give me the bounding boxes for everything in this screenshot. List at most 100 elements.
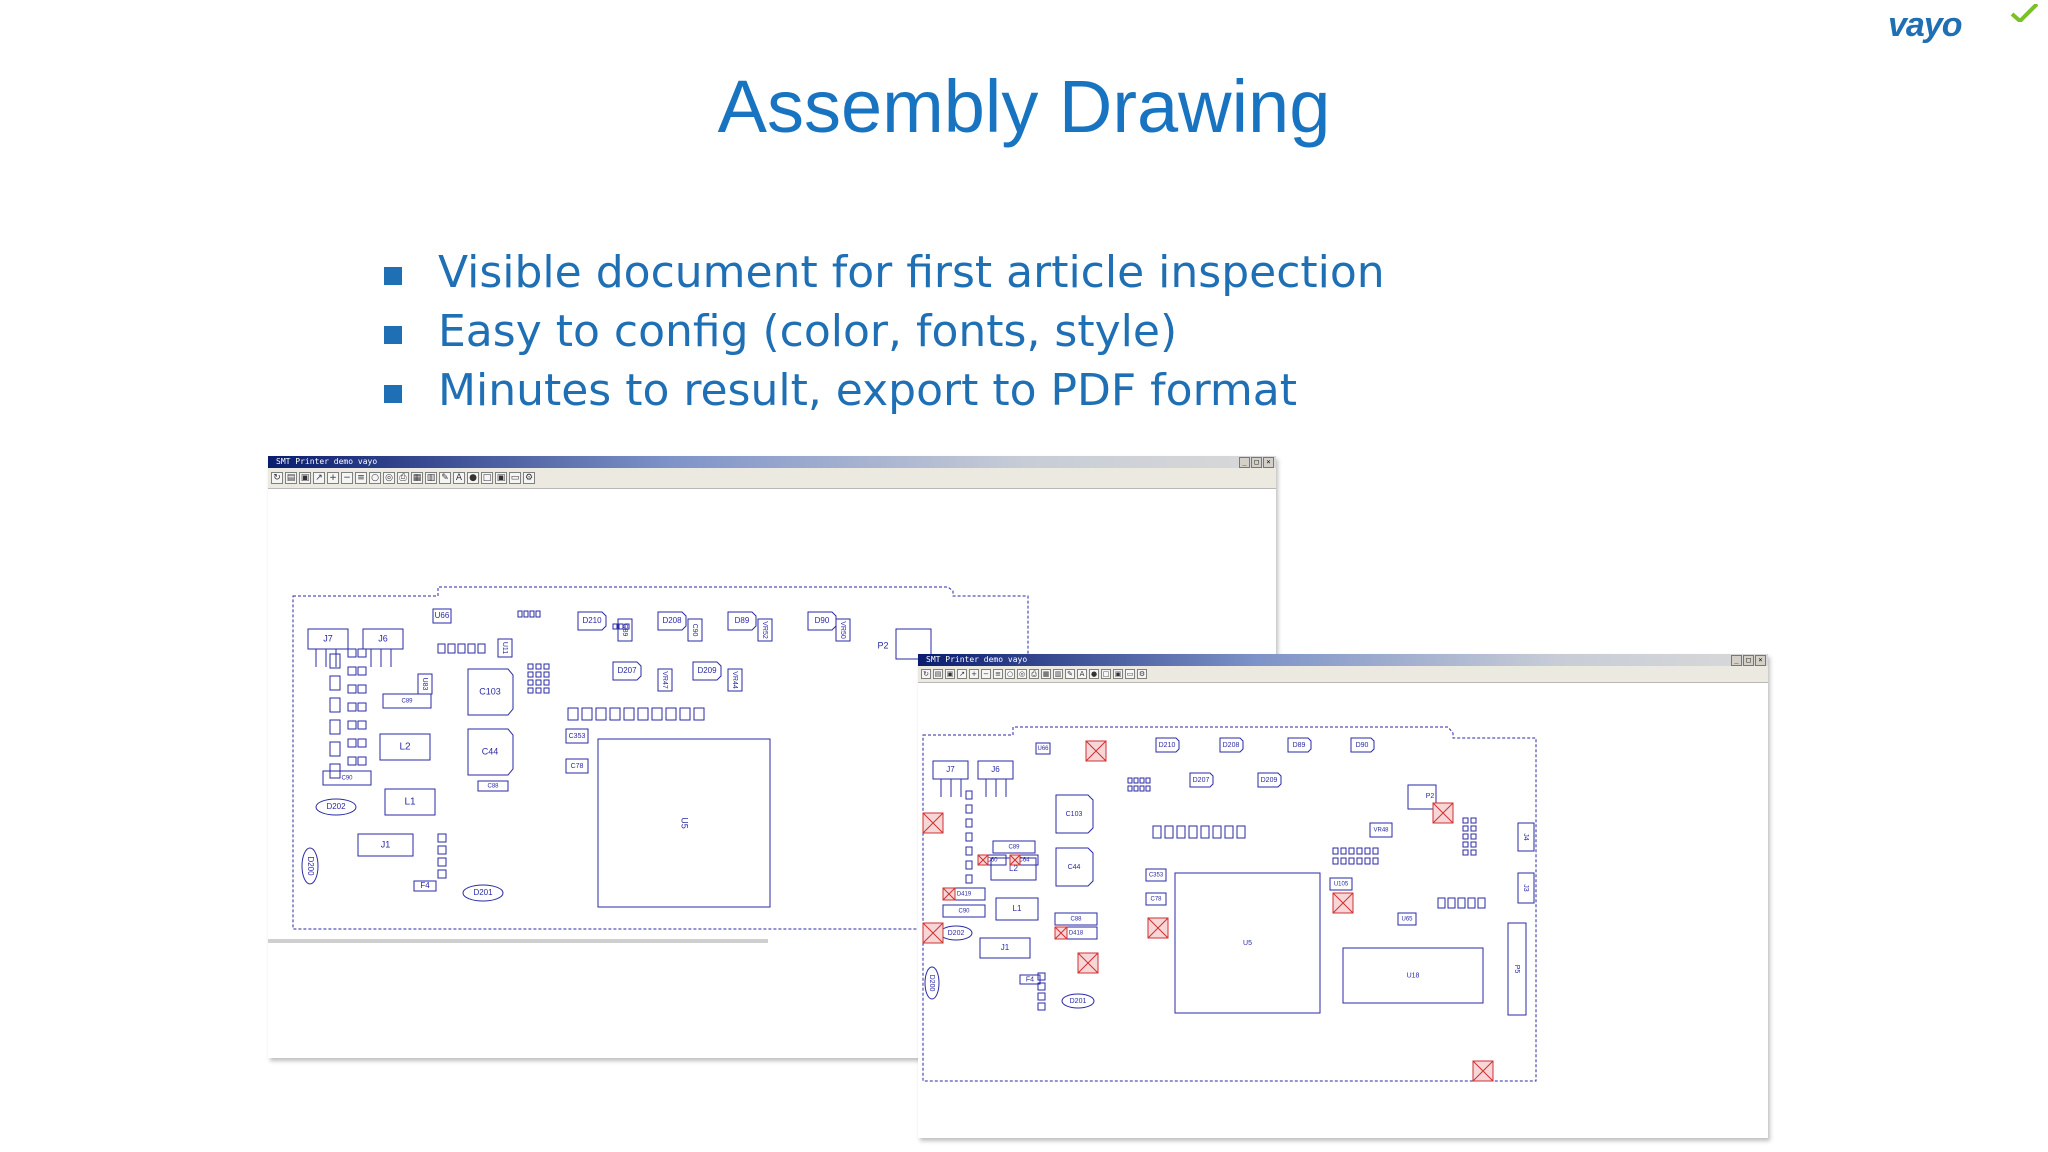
open-icon[interactable]: ▤: [285, 472, 297, 484]
zoom-in-icon[interactable]: +: [969, 669, 979, 679]
layer-icon[interactable]: ▥: [1053, 669, 1063, 679]
zoom-out-icon[interactable]: −: [341, 472, 353, 484]
component-outline: [1189, 772, 1214, 788]
smd-pad: [1470, 825, 1477, 832]
dot-icon[interactable]: ●: [1089, 669, 1099, 679]
open-icon[interactable]: ▤: [933, 669, 943, 679]
component-label: D419: [957, 892, 972, 898]
smd-pad: [1348, 847, 1355, 855]
export-icon[interactable]: ↗: [313, 472, 325, 484]
smd-pad: [1470, 833, 1477, 840]
refresh-icon[interactable]: ↻: [921, 669, 931, 679]
list-icon[interactable]: ≡: [355, 472, 367, 484]
bullet-text: Visible document for first article inspe…: [438, 247, 1385, 298]
pen-icon[interactable]: ✎: [439, 472, 451, 484]
component-label: C64: [1018, 858, 1030, 864]
print-icon[interactable]: ⎙: [397, 472, 409, 484]
close-button[interactable]: ×: [1755, 655, 1766, 666]
print-icon[interactable]: ⎙: [1029, 669, 1039, 679]
component-label: U65: [1401, 917, 1413, 923]
component-label: C103: [479, 686, 501, 696]
component-label: U5: [1243, 940, 1252, 947]
minimize-button[interactable]: _: [1239, 457, 1250, 468]
smd-pad: [347, 720, 357, 730]
component-label: D207: [1193, 777, 1210, 784]
component-label: U11: [501, 642, 508, 654]
smd-pad: [1348, 857, 1355, 865]
list-icon[interactable]: ≡: [993, 669, 1003, 679]
export-icon[interactable]: ↗: [957, 669, 967, 679]
smd-pad: [535, 687, 542, 694]
layer-icon[interactable]: ▥: [425, 472, 437, 484]
component-outline: [301, 847, 319, 885]
component-label: D210: [1159, 742, 1176, 749]
smd-pad: [329, 675, 341, 691]
target-icon[interactable]: ◎: [1017, 669, 1027, 679]
component-label: C88: [1070, 917, 1082, 923]
pen-icon[interactable]: ✎: [1065, 669, 1075, 679]
component-outline: [1517, 872, 1535, 904]
smd-pad: [535, 679, 542, 686]
window-toolbar: ↻▤▣↗+−≡○◎⎙▦▥✎A●□▣▭⚙: [918, 666, 1768, 683]
smd-pad: [1236, 825, 1246, 839]
frame-icon[interactable]: ▣: [1113, 669, 1123, 679]
zoom-in-icon[interactable]: +: [327, 472, 339, 484]
square-icon[interactable]: □: [1101, 669, 1111, 679]
refresh-icon[interactable]: ↻: [271, 472, 283, 484]
smd-pad: [535, 663, 542, 670]
smd-pad: [1462, 849, 1469, 856]
close-button[interactable]: ×: [1263, 457, 1274, 468]
window-title: SMT Printer demo vayo: [276, 457, 378, 466]
save-icon[interactable]: ▣: [945, 669, 955, 679]
smd-pad: [1470, 849, 1477, 856]
grid-icon[interactable]: ▦: [411, 472, 423, 484]
target-icon[interactable]: ◎: [383, 472, 395, 484]
square-icon[interactable]: □: [481, 472, 493, 484]
minimize-button[interactable]: _: [1731, 655, 1742, 666]
component-outline: [1055, 847, 1094, 887]
smd-pad: [535, 671, 542, 678]
smd-pad: [347, 684, 357, 694]
text-icon[interactable]: A: [1077, 669, 1087, 679]
component-label: D202: [326, 802, 346, 811]
circle-icon[interactable]: ○: [1005, 669, 1015, 679]
smd-pad: [1188, 825, 1198, 839]
smd-pad: [965, 804, 973, 814]
smd-pad: [679, 707, 691, 721]
smd-pad: [612, 623, 618, 630]
component-outline: [382, 693, 432, 709]
smd-pad: [457, 643, 466, 654]
folder-icon[interactable]: ▭: [509, 472, 521, 484]
frame-icon[interactable]: ▣: [495, 472, 507, 484]
component-outline: [657, 668, 673, 692]
bullet-square-icon: [384, 385, 402, 403]
maximize-button[interactable]: □: [1743, 655, 1754, 666]
maximize-button[interactable]: □: [1251, 457, 1262, 468]
dot-icon[interactable]: ●: [467, 472, 479, 484]
component-outline: [384, 788, 436, 816]
component-outline: [1287, 737, 1312, 753]
window-titlebar[interactable]: SMT Printer demo vayo _ □ ×: [268, 456, 1276, 468]
inspection-marker-cross: [977, 854, 989, 866]
component-label: VR44: [731, 671, 738, 689]
circle-icon[interactable]: ○: [369, 472, 381, 484]
grid-icon[interactable]: ▦: [1041, 669, 1051, 679]
component-label: D90: [815, 616, 830, 625]
component-outline: [1257, 772, 1282, 788]
component-label: VR50: [839, 621, 846, 639]
inspection-marker-cross: [1009, 854, 1021, 866]
settings-icon[interactable]: ⚙: [1137, 669, 1147, 679]
smd-pad: [523, 610, 529, 618]
component-label: D207: [617, 666, 637, 675]
component-outline: [467, 728, 514, 776]
inspection-marker-cross: [1077, 952, 1099, 974]
smd-pad: [1447, 897, 1456, 909]
text-icon[interactable]: A: [453, 472, 465, 484]
component-outline: [1055, 794, 1094, 834]
save-icon[interactable]: ▣: [299, 472, 311, 484]
window-titlebar[interactable]: SMT Printer demo vayo _ □ ×: [918, 654, 1768, 666]
zoom-out-icon[interactable]: −: [981, 669, 991, 679]
settings-icon[interactable]: ⚙: [523, 472, 535, 484]
folder-icon[interactable]: ▭: [1125, 669, 1135, 679]
